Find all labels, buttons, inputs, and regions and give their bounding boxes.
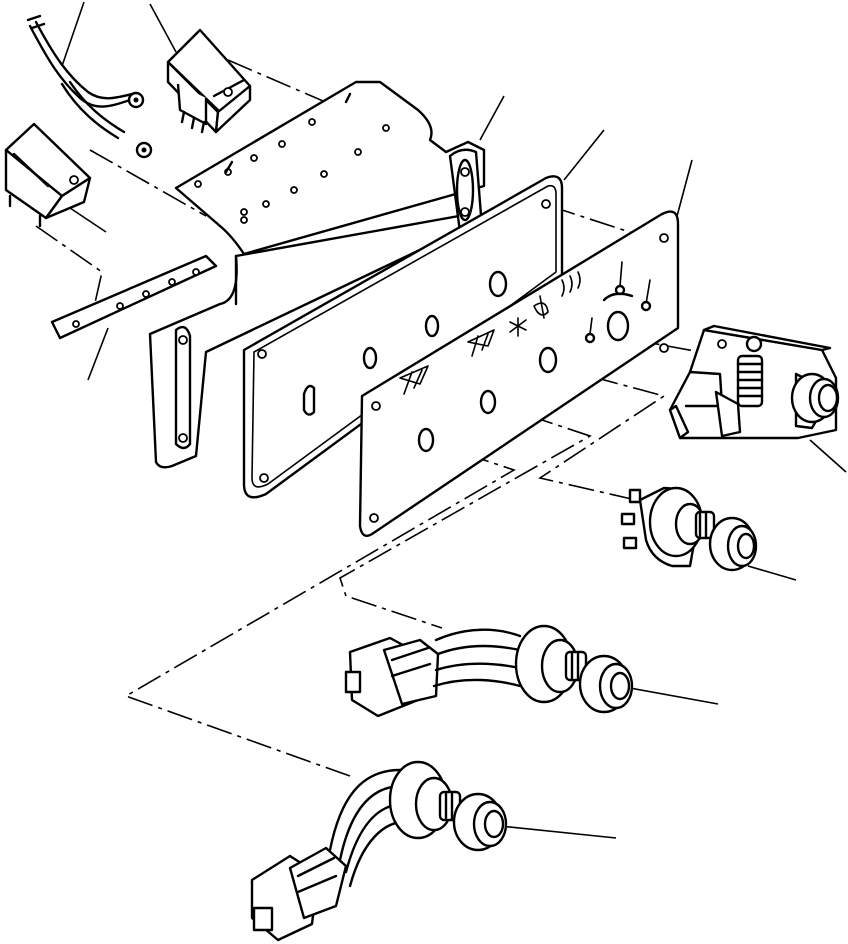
centerline-wiper <box>124 439 516 777</box>
washer-symbol-icon <box>467 329 495 357</box>
leader-wiper-switch <box>629 687 719 705</box>
leader-fan-switch <box>747 565 797 581</box>
mounting-strip <box>50 254 218 340</box>
washer-rotary-switch <box>250 760 508 942</box>
centerline-heater <box>538 365 666 501</box>
leader-gasket <box>563 129 605 181</box>
leader-harness <box>61 1 85 67</box>
defrost-icon <box>561 271 581 297</box>
wiper-symbol-icon <box>399 365 429 395</box>
control-panel <box>358 210 680 537</box>
fan-rotary-switch <box>620 486 758 572</box>
wiper-rotary-switch <box>344 624 634 718</box>
centerline-left-relay <box>89 149 207 217</box>
fan-low-icon <box>509 317 527 337</box>
fan-high-icon <box>533 295 549 319</box>
leader-heater <box>809 439 847 473</box>
centerline-upper-relay <box>227 59 331 105</box>
heater-control-switch <box>668 324 840 440</box>
leader-bracket <box>479 95 505 141</box>
centerline-relay-to-strip <box>35 225 103 317</box>
wire-harness <box>26 14 153 159</box>
leader-strip <box>87 327 109 381</box>
relay-left <box>4 122 92 228</box>
leader-relay-upper <box>149 3 177 53</box>
thermometer-icon <box>584 261 652 344</box>
leader-panel <box>675 159 693 221</box>
centerline-fan <box>339 401 592 629</box>
leader-washer-switch <box>499 825 617 839</box>
relay-upper <box>166 28 252 134</box>
